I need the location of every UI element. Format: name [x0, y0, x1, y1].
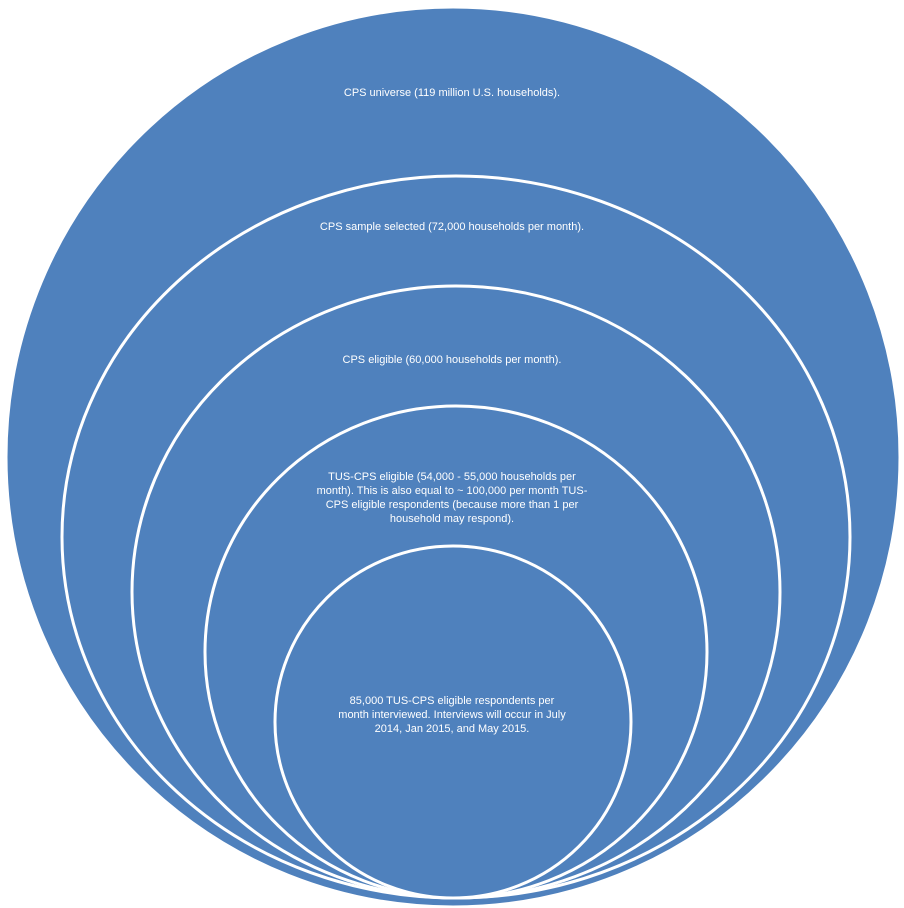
ring-label-cps-eligible: CPS eligible (60,000 households per mont… [342, 354, 562, 366]
ring-label-interviewed: 85,000 TUS-CPS eligible respondents per … [338, 695, 566, 735]
ring-label-tus-cps-eligible: TUS-CPS eligible (54,000 - 55,000 househ… [316, 471, 588, 525]
ring-interviewed [273, 544, 633, 900]
ring-label-cps-sample: CPS sample selected (72,000 households p… [319, 221, 585, 233]
ring-label-cps-universe: CPS universe (119 million U.S. household… [343, 87, 561, 99]
